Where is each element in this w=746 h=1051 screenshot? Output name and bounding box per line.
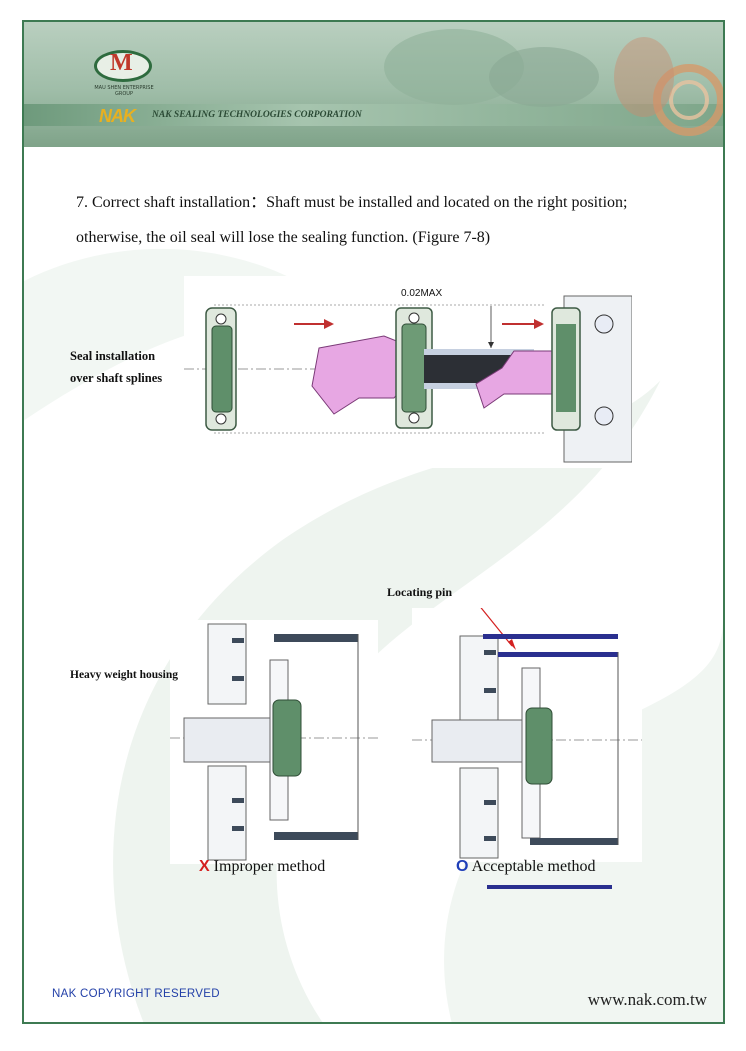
- copyright-text: NAK COPYRIGHT RESERVED: [52, 988, 220, 1000]
- acceptable-caption: O Acceptable method: [456, 858, 596, 876]
- instruction-line-2: otherwise, the oil seal will lose the se…: [76, 229, 491, 246]
- dimension-label: 0.02MAX: [401, 288, 443, 299]
- company-name: NAK SEALING TECHNOLOGIES CORPORATION: [152, 110, 362, 120]
- figure-improper-method: [170, 620, 378, 864]
- acceptable-text: Acceptable method: [471, 858, 596, 875]
- figure-label-line-2: over shaft splines: [70, 371, 163, 385]
- acceptable-underline: [487, 885, 612, 889]
- acceptable-mark-icon: O: [456, 858, 469, 875]
- brand-logo-subtitle: MAU SHEN ENTERPRISE GROUP: [94, 85, 154, 97]
- header-banner: M MAU SHEN ENTERPRISE GROUP NAK NAK SEAL…: [24, 22, 723, 147]
- locating-pin-label: Locating pin: [387, 585, 453, 599]
- locating-pin-bar: [483, 634, 618, 639]
- improper-text: Improper method: [213, 858, 326, 875]
- background-watermark: [24, 248, 723, 1022]
- nak-logo: NAK: [99, 106, 136, 126]
- page-frame: M MAU SHEN ENTERPRISE GROUP NAK NAK SEAL…: [22, 20, 725, 1024]
- improper-caption: X Improper method: [199, 858, 325, 876]
- improper-mark-icon: X: [199, 858, 210, 875]
- figure-label-line-1: Seal installation: [70, 349, 156, 363]
- housing-label: Heavy weight housing: [70, 669, 178, 681]
- instruction-line-1: 7. Correct shaft installation：Shaft must…: [76, 194, 628, 211]
- figure-acceptable-method: [412, 608, 642, 862]
- banner-decoration: [384, 29, 723, 136]
- brand-logo-oval: [94, 50, 152, 82]
- brand-logo-mark: M: [110, 50, 133, 76]
- website-link[interactable]: www.nak.com.tw: [587, 990, 707, 1009]
- figure-shaft-installation: [184, 276, 632, 468]
- banner-stripe: [24, 104, 723, 126]
